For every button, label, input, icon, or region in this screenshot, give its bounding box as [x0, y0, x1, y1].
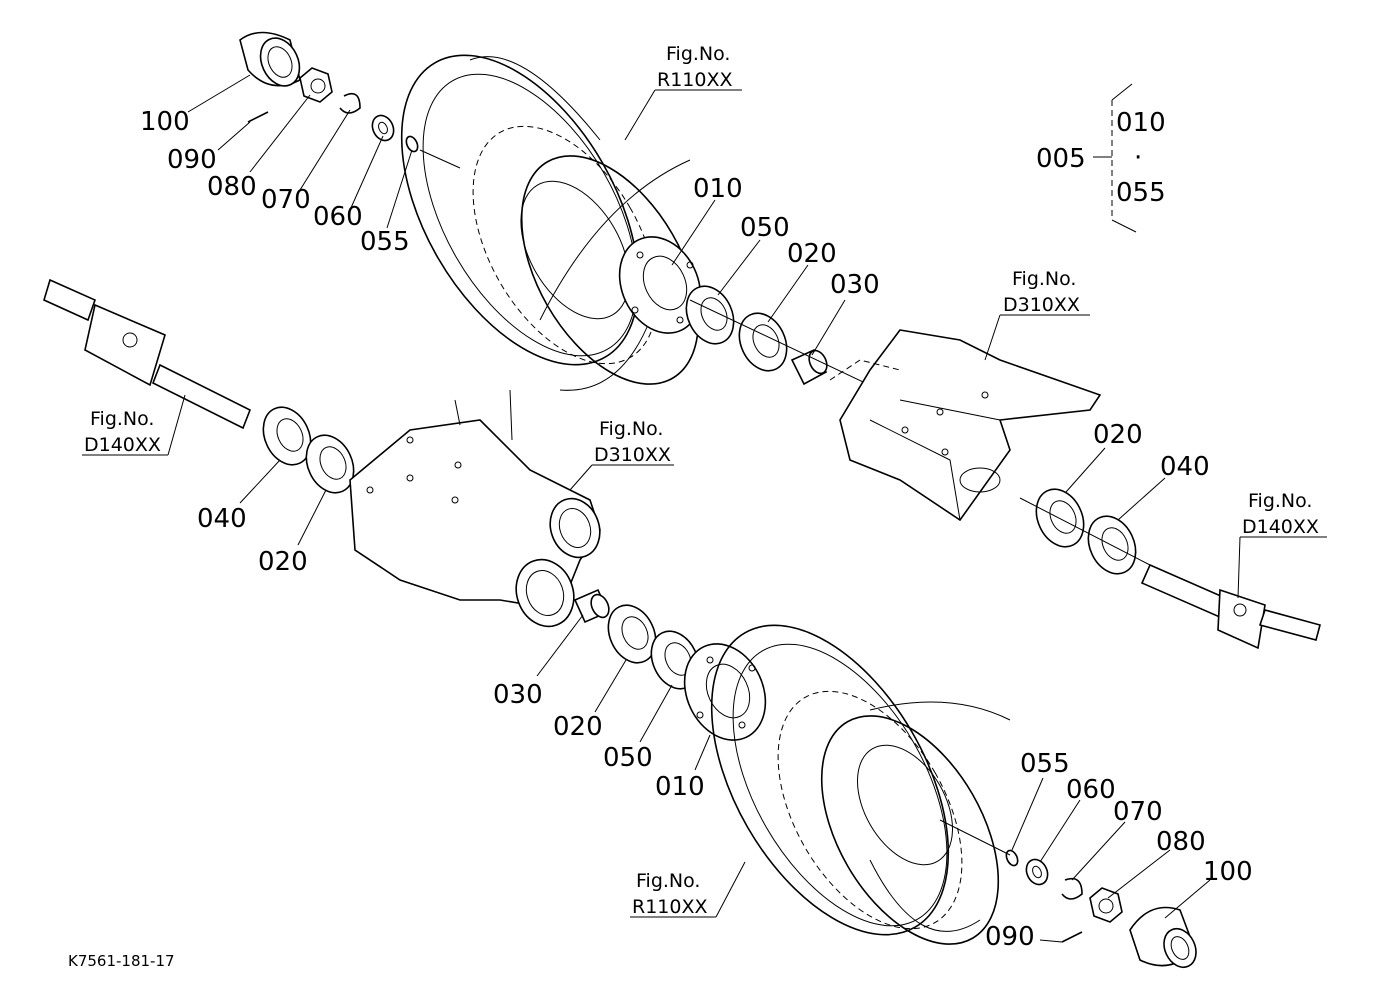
top-collar-030 — [790, 348, 828, 386]
left-shaft — [43, 278, 252, 430]
fig-ref-d140-left-line2: D140XX — [84, 434, 161, 456]
label-bottom-030: 030 — [493, 680, 543, 710]
fig-ref-r110-top-line2: R110XX — [657, 69, 733, 91]
top-nut-080 — [299, 67, 333, 103]
bottom-hub-flange — [683, 643, 767, 741]
bottom-wheel-rim — [710, 624, 1011, 945]
bottom-pin-090 — [1061, 931, 1083, 943]
label-bottom-060: 060 — [1066, 775, 1116, 805]
right-bearing-020 — [1035, 488, 1085, 548]
bottom-nut-080 — [1089, 887, 1123, 923]
label-top-070: 070 — [261, 185, 311, 215]
bottom-bearing-020 — [607, 604, 657, 664]
label-top-030: 030 — [830, 270, 880, 300]
bottom-collar-030 — [573, 588, 610, 624]
fig-ref-d310-right-line1: Fig.No. — [1012, 268, 1076, 290]
fig-references: Fig.No. R110XX Fig.No. D310XX Fig.No. D1… — [84, 43, 1319, 918]
label-top-080: 080 — [207, 172, 257, 202]
top-wheel-rim — [400, 54, 700, 391]
bottom-washer-060 — [1025, 858, 1049, 886]
top-bearing-050 — [685, 285, 735, 345]
label-bottom-050: 050 — [603, 743, 653, 773]
label-bottom-010: 010 — [655, 772, 705, 802]
label-top-090: 090 — [167, 145, 217, 175]
label-top-020: 020 — [787, 239, 837, 269]
center-housing — [349, 389, 601, 628]
top-lockwasher-070 — [339, 92, 361, 114]
legend-bracket — [1093, 83, 1137, 233]
top-hub-flange — [618, 236, 702, 334]
label-bottom-090: 090 — [985, 922, 1035, 952]
label-right-020: 020 — [1093, 420, 1143, 450]
fig-ref-d310-center-line1: Fig.No. — [599, 418, 663, 440]
label-right-040: 040 — [1160, 452, 1210, 482]
fig-ref-r110-bottom-line1: Fig.No. — [636, 870, 700, 892]
fig-ref-d310-center-line2: D310XX — [594, 444, 671, 466]
bottom-bearing-050 — [650, 630, 700, 690]
fig-ref-d140-right-line2: D140XX — [1242, 516, 1319, 538]
top-washer-060 — [371, 114, 395, 142]
top-bearing-020 — [738, 312, 788, 372]
fig-ref-lines — [82, 89, 1327, 918]
label-left-020: 020 — [258, 547, 308, 577]
legend-assembly-number: 005 — [1036, 144, 1086, 174]
right-housing — [829, 329, 1102, 522]
label-top-060: 060 — [313, 202, 363, 232]
label-bottom-100: 100 — [1203, 857, 1253, 887]
label-top-055: 055 — [360, 227, 410, 257]
left-bearing-020 — [305, 434, 355, 494]
left-seal-040 — [262, 406, 312, 466]
bottom-cap-100 — [1129, 906, 1197, 969]
fig-ref-r110-top-line1: Fig.No. — [666, 43, 730, 65]
label-bottom-055: 055 — [1020, 749, 1070, 779]
bottom-lockwasher-070 — [1061, 877, 1083, 900]
assembly-legend: 005 010 · 055 — [1036, 108, 1166, 208]
label-top-100: 100 — [140, 107, 190, 137]
top-oring-055 — [405, 135, 419, 153]
label-bottom-080: 080 — [1156, 827, 1206, 857]
label-top-010: 010 — [693, 174, 743, 204]
fig-ref-d140-left-line1: Fig.No. — [90, 408, 154, 430]
bottom-oring-055 — [1005, 849, 1019, 867]
top-pin-090 — [247, 111, 269, 123]
label-bottom-070: 070 — [1113, 797, 1163, 827]
drawing-code: K7561-181-17 — [68, 952, 175, 970]
legend-last-part: 055 — [1116, 178, 1166, 208]
right-shaft — [1140, 563, 1321, 650]
leader-lines — [187, 74, 1211, 943]
legend-first-part: 010 — [1116, 108, 1166, 138]
label-top-050: 050 — [740, 213, 790, 243]
part-labels: 100 090 080 070 060 055 010 050 020 030 … — [140, 107, 1253, 952]
label-bottom-020: 020 — [553, 712, 603, 742]
fig-ref-d140-right-line1: Fig.No. — [1248, 490, 1312, 512]
fig-ref-d310-right-line2: D310XX — [1003, 294, 1080, 316]
top-cap-100 — [239, 31, 301, 87]
legend-dot: · — [1134, 143, 1142, 173]
fig-ref-r110-bottom-line2: R110XX — [632, 896, 708, 918]
label-left-040: 040 — [197, 504, 247, 534]
